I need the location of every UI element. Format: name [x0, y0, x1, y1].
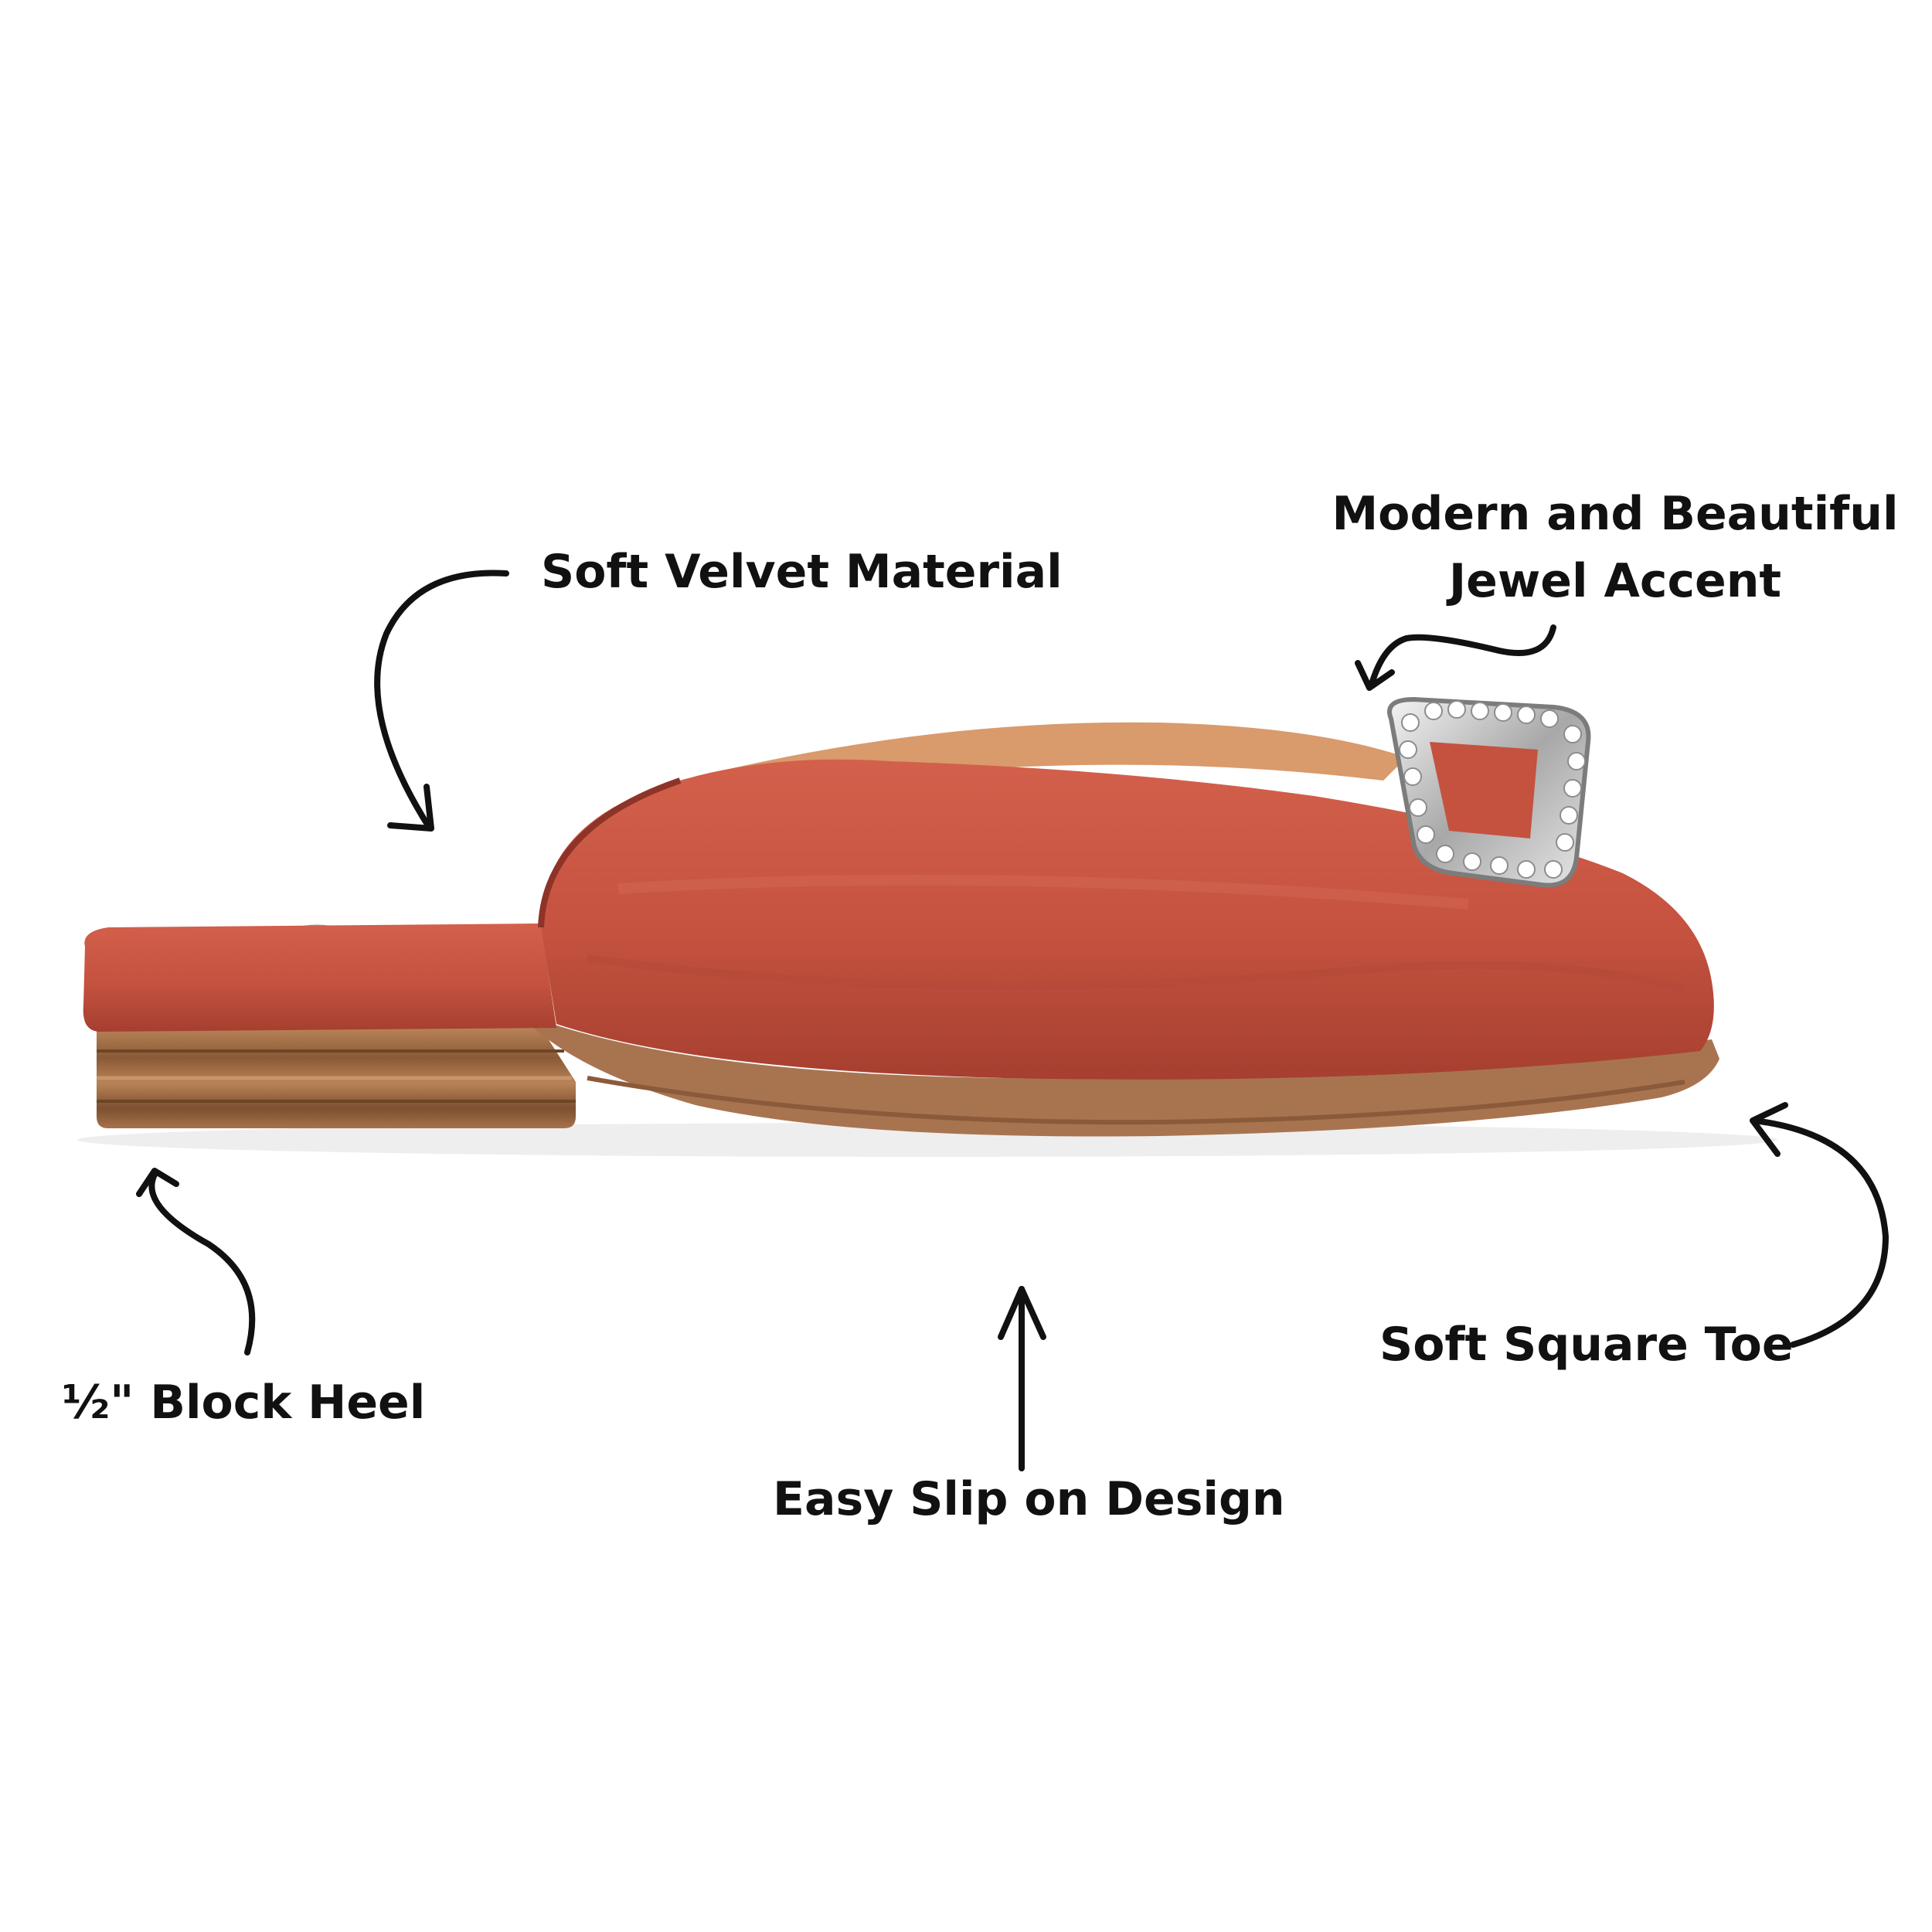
callout-toe: Soft Square Toe	[1379, 1318, 1794, 1372]
lining-opening	[680, 722, 1406, 804]
jewel-accent	[1387, 696, 1591, 888]
callout-jewel-line2: Jewel Accent	[1448, 554, 1782, 608]
callout-heel: ½" Block Heel	[62, 1376, 426, 1430]
callout-velvet: Soft Velvet Material	[541, 545, 1063, 599]
arrow-jewel	[1369, 624, 1556, 687]
arrow-toe	[1751, 1117, 1889, 1348]
callout-jewel-line1: Modern and Beautiful	[1332, 487, 1899, 541]
callout-slip-on: Easy Slip on Design	[773, 1472, 1285, 1526]
shoe-shadow	[77, 1123, 1777, 1157]
heel-velvet-band	[83, 923, 556, 1032]
arrow-velvet	[374, 570, 509, 830]
arrow-heel	[148, 1172, 256, 1355]
